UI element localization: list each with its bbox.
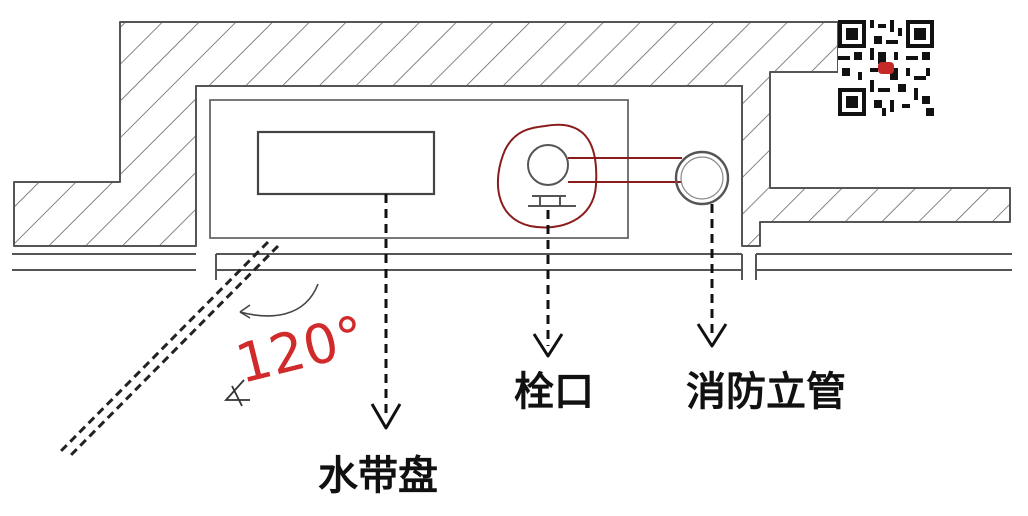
hose-reel-label: 水带盘: [318, 453, 438, 499]
outlet-valve: [527, 144, 569, 186]
outlet-leader: [532, 210, 564, 358]
riser-leader: [696, 204, 728, 348]
door-swing-line: [58, 240, 280, 458]
angle-arc: [239, 283, 319, 317]
front-wall-lines: [12, 253, 1012, 280]
outlet-label: 栓口: [514, 369, 594, 415]
riser-pipe: [674, 150, 730, 206]
outlet-outline: [496, 123, 598, 229]
connecting-pipe: [568, 157, 682, 183]
wall-hatch: [13, 21, 1011, 247]
angle-arc-arrowhead: [239, 304, 251, 319]
riser-label: 消防立管: [686, 369, 846, 415]
niche-cavity: [196, 86, 742, 246]
niche-outline: [195, 85, 743, 246]
riser-pipe-inner: [680, 156, 724, 200]
angle-symbol-icon: [223, 379, 250, 407]
hose-reel-box: [256, 130, 436, 196]
outlet-base: [528, 195, 576, 207]
cabinet-outline: [209, 99, 629, 239]
qr-code-icon: [838, 20, 934, 116]
hose-reel-leader: [370, 194, 402, 430]
